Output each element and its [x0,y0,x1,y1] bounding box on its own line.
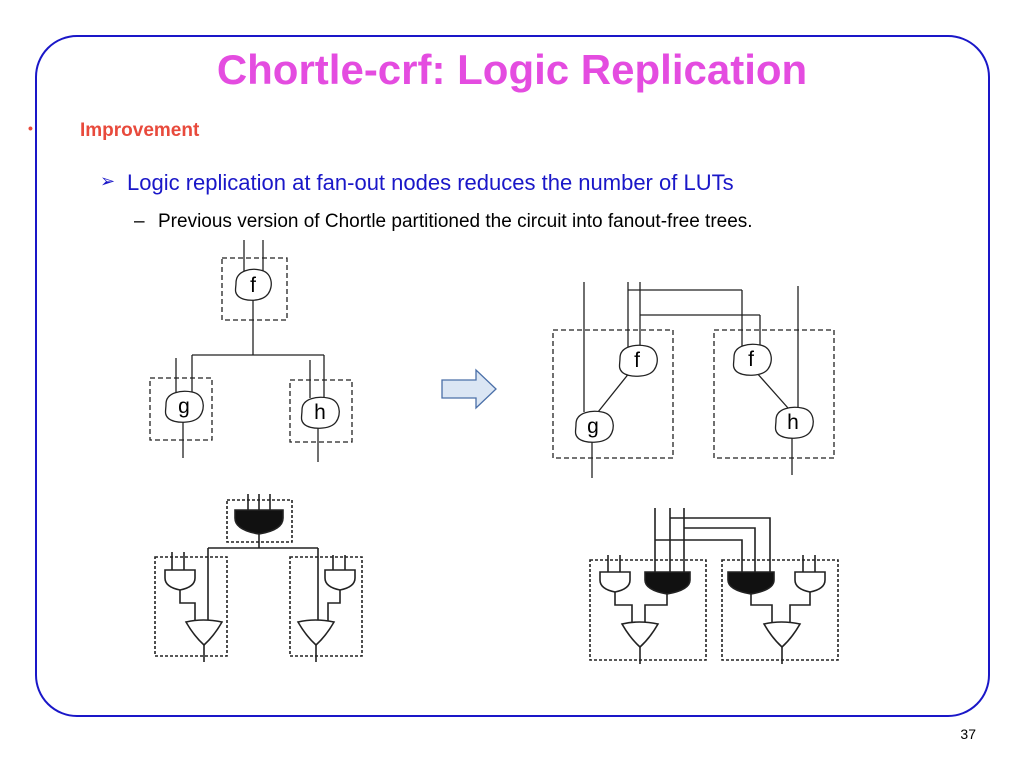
lut-box-h [289,379,353,443]
slide-frame [35,35,990,717]
and-gate-black-replica-2-icon [727,571,775,595]
gate-box-replica-left [589,559,707,661]
label-g-left: g [178,395,190,418]
gate-box-replica-right [721,559,839,661]
gate-box-left [154,556,228,657]
node-f-replica-2 [732,343,772,376]
bullet-dot: • [28,120,33,136]
gate-box-right [289,556,363,657]
or-gate-replica-left-icon [620,621,660,649]
and-gate-replica-right-icon [794,571,826,593]
or-gate-replica-right-icon [762,621,802,649]
slide-title: Chortle-crf: Logic Replication [216,46,808,93]
label-f-replica-1: f [634,349,640,372]
label-f-left: f [250,274,256,297]
lut-box-left [552,329,674,459]
right-gate-diagram [589,508,839,664]
and-gate-black-icon [234,509,284,535]
and-gate-right-icon [324,569,356,591]
left-tree-diagram [149,240,353,462]
node-f-left [234,268,272,301]
label-g-right: g [587,415,599,438]
node-g-left [164,390,204,423]
node-h-right [774,406,814,439]
node-f-replica-1 [618,344,658,377]
bullet-logic-replication-text: Logic replication at fan-out nodes reduc… [127,170,734,195]
lut-box-right [713,329,835,459]
node-h-left [300,396,340,429]
node-g-right [574,410,614,443]
bullet-improvement-text: Improvement [80,120,200,141]
and-gate-black-replica-1-icon [644,571,691,595]
label-h-left: h [314,401,326,424]
right-tree-diagram [552,282,835,478]
label-f-replica-2: f [748,348,754,371]
or-gate-right-icon [296,619,336,647]
page-number: 37 [960,726,976,742]
and-gate-replica-left-icon [599,571,631,593]
transform-arrow-icon [441,368,497,410]
or-gate-left-icon [184,619,224,647]
bullet-previous-version-text: Previous version of Chortle partitioned … [158,211,753,232]
arrow-bullet-icon: ➢ [100,171,116,191]
and-gate-left-icon [164,569,196,591]
left-gate-diagram [154,494,363,662]
label-h-right: h [787,411,799,434]
lut-box-f [221,257,288,321]
dash-bullet: – [134,211,145,232]
lut-box-g [149,377,213,441]
